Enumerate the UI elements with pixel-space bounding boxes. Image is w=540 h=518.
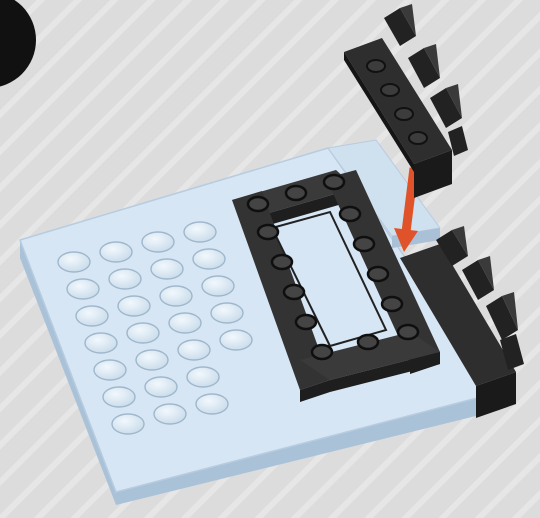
baseplate-stud [187,367,219,387]
frame-stud [382,297,402,311]
baseplate-stud [109,269,141,289]
baseplate-stud [136,350,168,370]
baseplate-stud [169,313,201,333]
baseplate-stud [151,259,183,279]
baseplate-stud [142,232,174,252]
baseplate-stud [118,296,150,316]
frame-stud [354,237,374,251]
frame-stud [398,325,418,339]
frame-stud [324,175,344,189]
frame-stud [368,267,388,281]
frame-stud [358,335,378,349]
baseplate-stud [160,286,192,306]
frame-stud [312,345,332,359]
frame-stud [272,255,292,269]
step-number-badge [0,0,36,88]
baseplate-stud [196,394,228,414]
baseplate-stud [145,377,177,397]
frame-stud [286,186,306,200]
frame-stud [284,285,304,299]
frame-stud [340,207,360,221]
baseplate-stud [58,252,90,272]
baseplate-stud [193,249,225,269]
baseplate-stud [220,330,252,350]
baseplate-stud [94,360,126,380]
baseplate-stud [76,306,108,326]
frame-stud [296,315,316,329]
baseplate-stud [178,340,210,360]
frame-stud [248,197,268,211]
baseplate-stud [85,333,117,353]
baseplate-stud [127,323,159,343]
baseplate-stud [100,242,132,262]
frame-stud [258,225,278,239]
baseplate-stud [184,222,216,242]
baseplate-stud [103,387,135,407]
baseplate-stud [112,414,144,434]
baseplate-stud [202,276,234,296]
baseplate-stud [154,404,186,424]
baseplate-stud [211,303,243,323]
baseplate-stud [67,279,99,299]
